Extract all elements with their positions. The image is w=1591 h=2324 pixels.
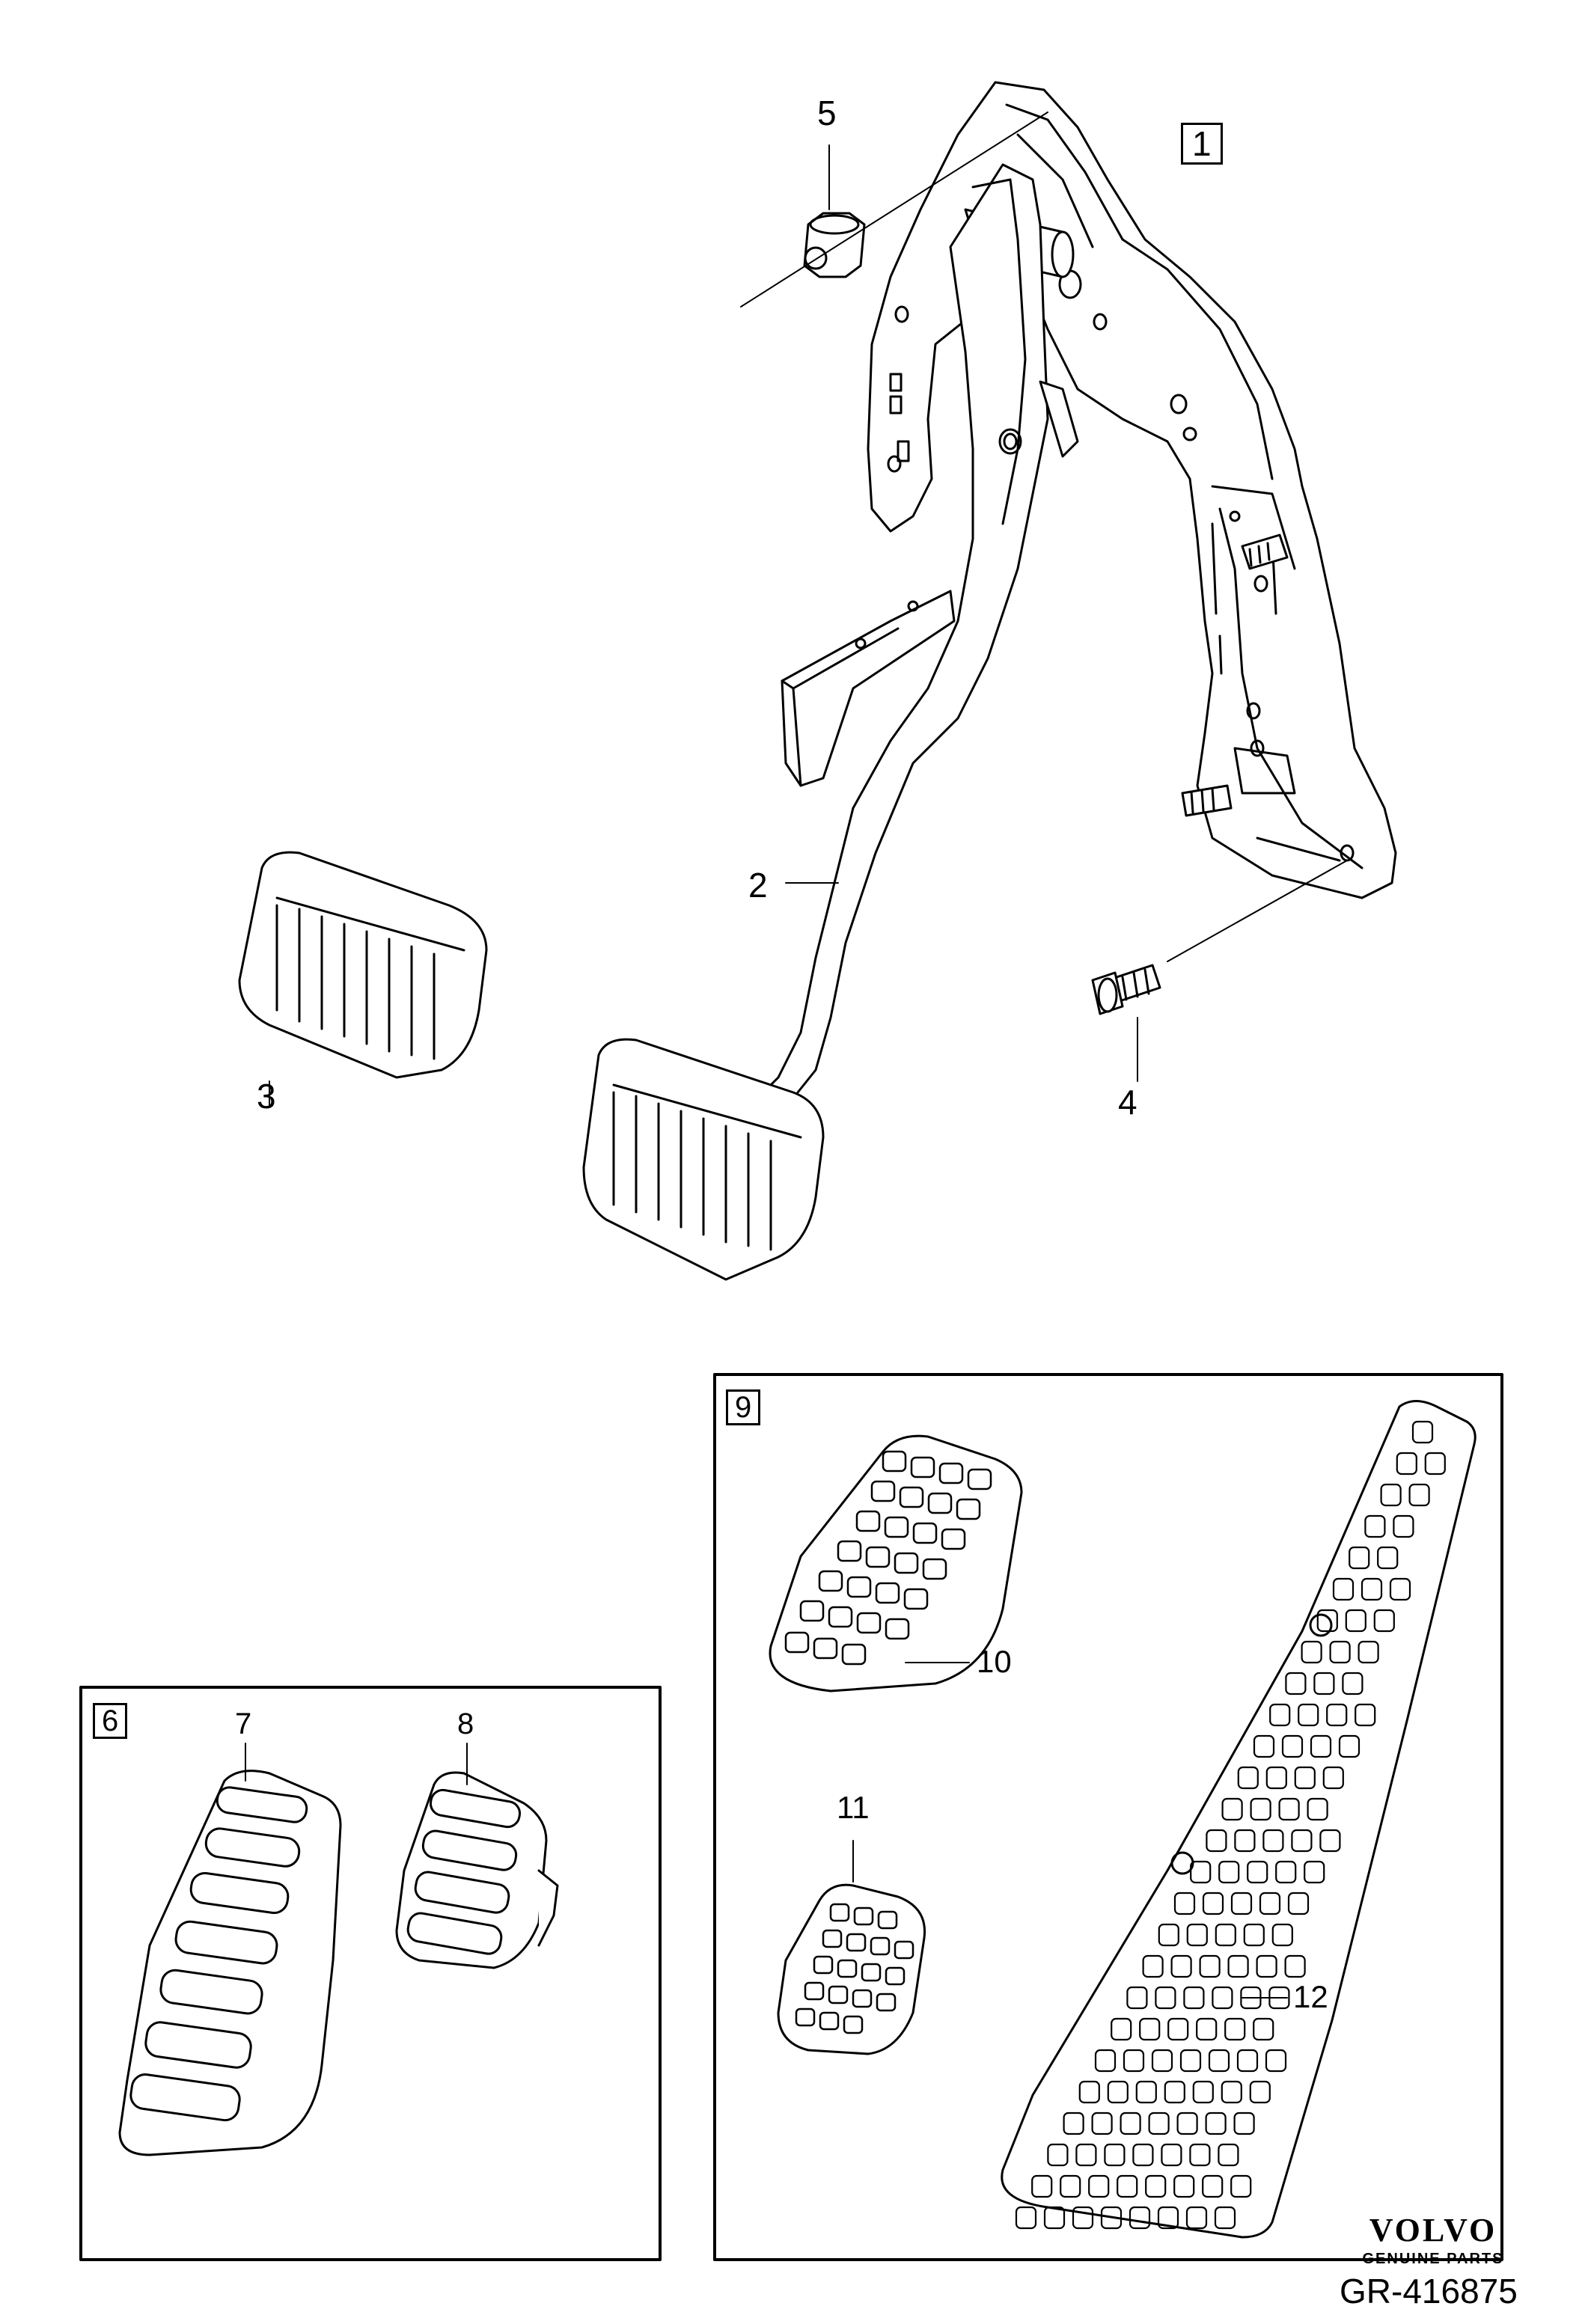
- callout-10: 10: [977, 1644, 1012, 1679]
- leader-lines: [269, 111, 1348, 1108]
- callout-4: 4: [1118, 1083, 1137, 1122]
- bolt: [1091, 964, 1161, 1015]
- brand-logo-text: VOLVO: [1369, 2212, 1497, 2248]
- pedal-cover-7: [118, 1770, 342, 2156]
- brand-tagline: GENUINE PARTS: [1362, 2251, 1504, 2267]
- pedal-cover-8: [395, 1771, 559, 1969]
- kit-box-9: [713, 1373, 1503, 2261]
- callout-7: 7: [235, 1707, 252, 1740]
- callout-9: 9: [726, 1389, 761, 1425]
- pedal-cover-12: [1001, 1400, 1477, 2239]
- volvo-logo: VOLVO GENUINE PARTS: [1343, 2211, 1523, 2268]
- pedal-arm: [747, 163, 1079, 1131]
- callout-8: 8: [457, 1707, 474, 1740]
- callout-5: 5: [817, 94, 837, 132]
- leader-lines-box9: [852, 1662, 1288, 1999]
- nut: [803, 212, 866, 278]
- pedal-cover-11: [777, 1883, 926, 2055]
- callout-11: 11: [837, 1790, 870, 1825]
- leader-lines-box6: [245, 1743, 468, 1785]
- callout-6: 6: [93, 1703, 128, 1739]
- pedal-cover-10: [769, 1434, 1023, 1692]
- pedal-bracket: [867, 81, 1397, 899]
- callout-12: 12: [1293, 1979, 1328, 2014]
- callout-2: 2: [748, 866, 768, 905]
- pedal-pad-loose: [238, 851, 488, 1079]
- pedal-pad-on-arm: [582, 1038, 825, 1281]
- callout-1: 1: [1181, 123, 1223, 165]
- callout-3: 3: [257, 1077, 276, 1116]
- drawing-reference: GR-416875: [1340, 2272, 1518, 2311]
- kit-box-6: [79, 1686, 662, 2261]
